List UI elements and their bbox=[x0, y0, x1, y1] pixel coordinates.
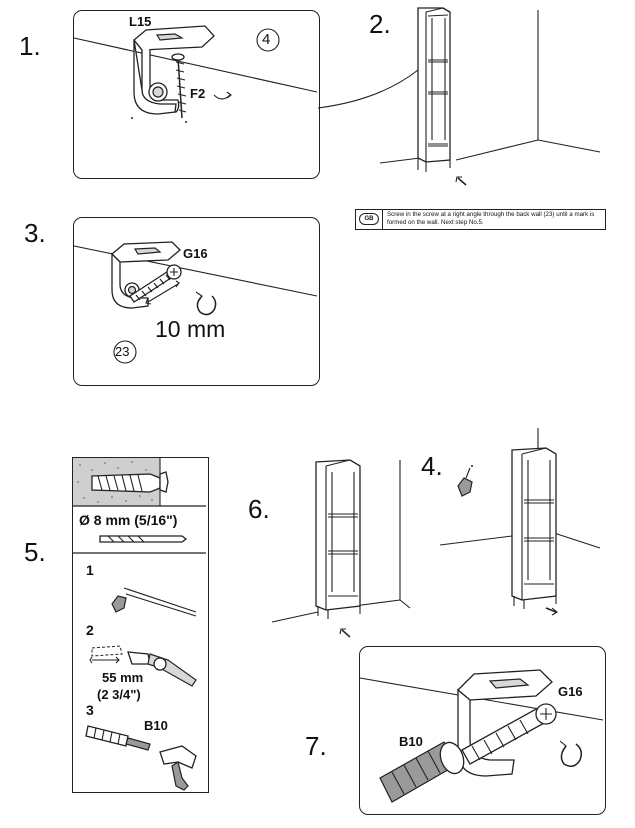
step-number-6: 6. bbox=[248, 494, 270, 524]
plug-label-b10: B10 bbox=[399, 734, 423, 749]
step-number-3: 3. bbox=[24, 218, 46, 248]
depth-mm-label: 55 mm bbox=[102, 670, 144, 685]
note-text: Screw in the screw at a right angle thro… bbox=[387, 211, 595, 226]
step-number-4: 4. bbox=[421, 451, 443, 481]
bracket-label-l15: L15 bbox=[129, 14, 152, 29]
step-number-5: 5. bbox=[24, 537, 46, 567]
substep-1: 1 bbox=[86, 562, 94, 578]
distance-10mm: 10 mm bbox=[155, 316, 226, 342]
step-number-7: 7. bbox=[305, 731, 327, 761]
screw-label-g16: G16 bbox=[183, 246, 208, 261]
depth-in-label: (2 3/4") bbox=[97, 687, 141, 702]
screw-label-f2: F2 bbox=[190, 86, 206, 101]
callout-4: 4 bbox=[262, 31, 271, 48]
drill-size-label: Ø 8 mm (5/16") bbox=[79, 512, 178, 528]
step5-panel bbox=[72, 457, 209, 793]
step-number-2: 2. bbox=[369, 9, 391, 39]
plug-label-b10-small: B10 bbox=[144, 718, 168, 733]
note-divider bbox=[382, 210, 383, 229]
substep-2: 2 bbox=[86, 622, 94, 638]
callout-23: 23 bbox=[115, 344, 130, 359]
step-number-1: 1. bbox=[19, 31, 41, 61]
substep-3: 3 bbox=[86, 702, 94, 718]
screw-label-g16-step7: G16 bbox=[558, 684, 583, 699]
instruction-note: GB Screw in the screw at a right angle t… bbox=[355, 209, 606, 230]
step3-panel bbox=[73, 217, 320, 386]
language-flag-gb: GB bbox=[359, 213, 379, 225]
